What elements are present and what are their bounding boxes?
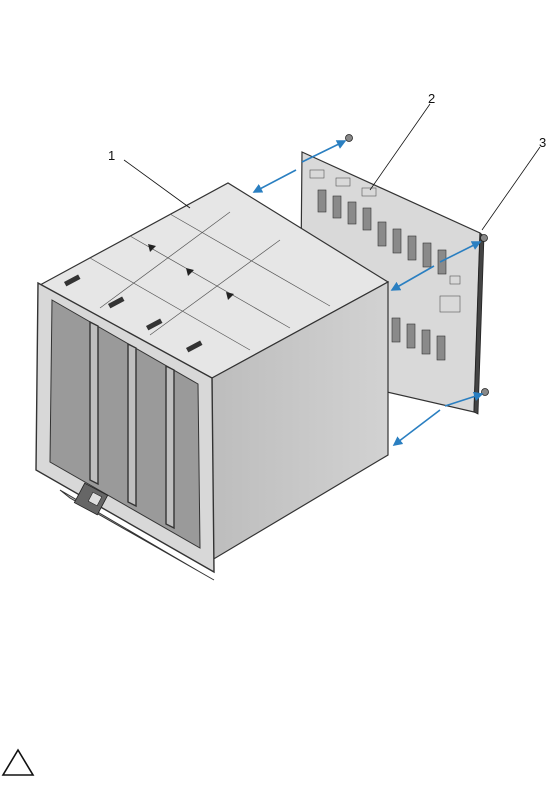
callout-3: 3 [539, 135, 546, 150]
callout-1: 1 [108, 148, 115, 163]
caution-triangle-icon [3, 750, 33, 775]
callout-2: 2 [428, 91, 435, 106]
